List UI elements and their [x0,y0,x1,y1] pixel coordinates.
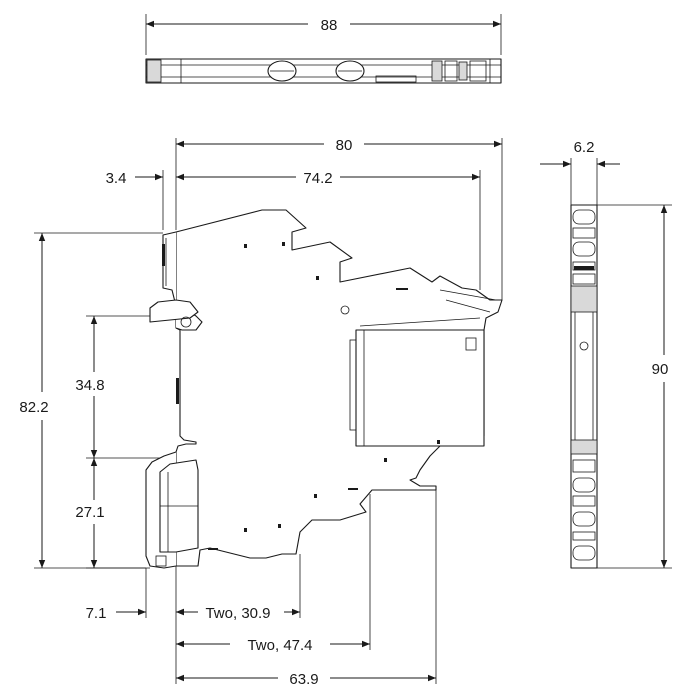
dim-top-width: 88 [321,17,338,34]
dim-depth-2: Two, 47.4 [247,637,312,654]
dim-side-height: 90 [652,361,669,378]
dim-rail-offset: 7.1 [86,605,107,622]
side-terminals-top [572,209,596,285]
dim-din-offset: 3.4 [106,170,127,187]
dim-lower-height: 27.1 [75,504,104,521]
dim-upper-height: 34.8 [75,377,104,394]
dim-front-inner-width: 74.2 [303,170,332,187]
front-view: 80 74.2 3.4 [19,137,503,688]
dim-front-width: 80 [336,137,353,154]
dim-overall-height: 82.2 [19,399,48,416]
top-view: 88 [145,14,502,84]
side-view: 6.2 90 [540,139,672,569]
side-terminals-bottom [572,459,596,561]
dim-side-width: 6.2 [574,139,595,156]
dim-depth-3: 63.9 [289,671,318,688]
dim-depth-1: Two, 30.9 [205,605,270,622]
